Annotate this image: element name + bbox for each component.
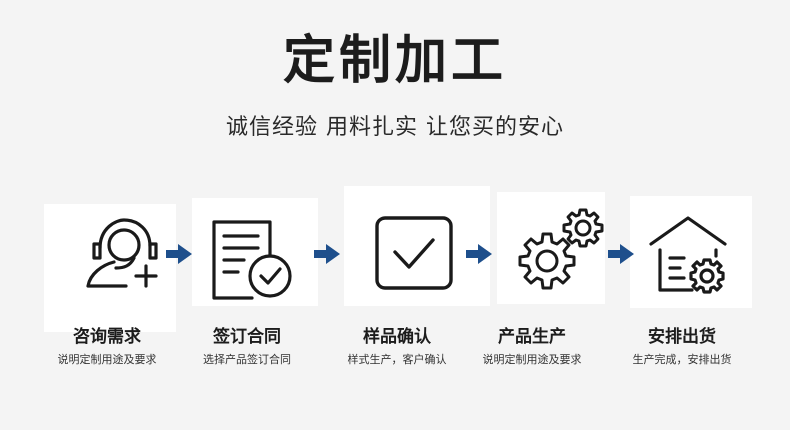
step-label-consult: 咨询需求 bbox=[73, 327, 141, 347]
step-desc-shipping: 生产完成，安排出货 bbox=[632, 353, 732, 366]
step-desc-sample: 样式生产，客户确认 bbox=[347, 353, 447, 366]
contract-check-icon bbox=[206, 220, 296, 300]
warehouse-gear-icon bbox=[648, 214, 732, 294]
page-subtitle: 诚信经验 用料扎实 让您买的安心 bbox=[226, 115, 564, 140]
step-desc-consult: 说明定制用途及要求 bbox=[57, 353, 157, 366]
step-label-production: 产品生产 bbox=[498, 327, 566, 347]
step-label-sample: 样品确认 bbox=[363, 327, 431, 347]
checkbox-icon bbox=[373, 214, 457, 294]
arrow-right-icon bbox=[314, 244, 340, 264]
arrow-right-icon bbox=[608, 244, 634, 264]
user-headset-plus-icon bbox=[80, 214, 160, 290]
arrow-right-icon bbox=[166, 244, 192, 264]
gears-icon bbox=[514, 206, 608, 292]
page-title: 定制加工 bbox=[282, 31, 507, 91]
step-label-contract: 签订合同 bbox=[213, 327, 281, 347]
step-desc-contract: 选择产品签订合同 bbox=[203, 353, 291, 366]
step-label-shipping: 安排出货 bbox=[648, 327, 716, 347]
step-card-sample bbox=[344, 186, 490, 306]
arrow-right-icon bbox=[466, 244, 492, 264]
step-desc-production: 说明定制用途及要求 bbox=[482, 353, 582, 366]
